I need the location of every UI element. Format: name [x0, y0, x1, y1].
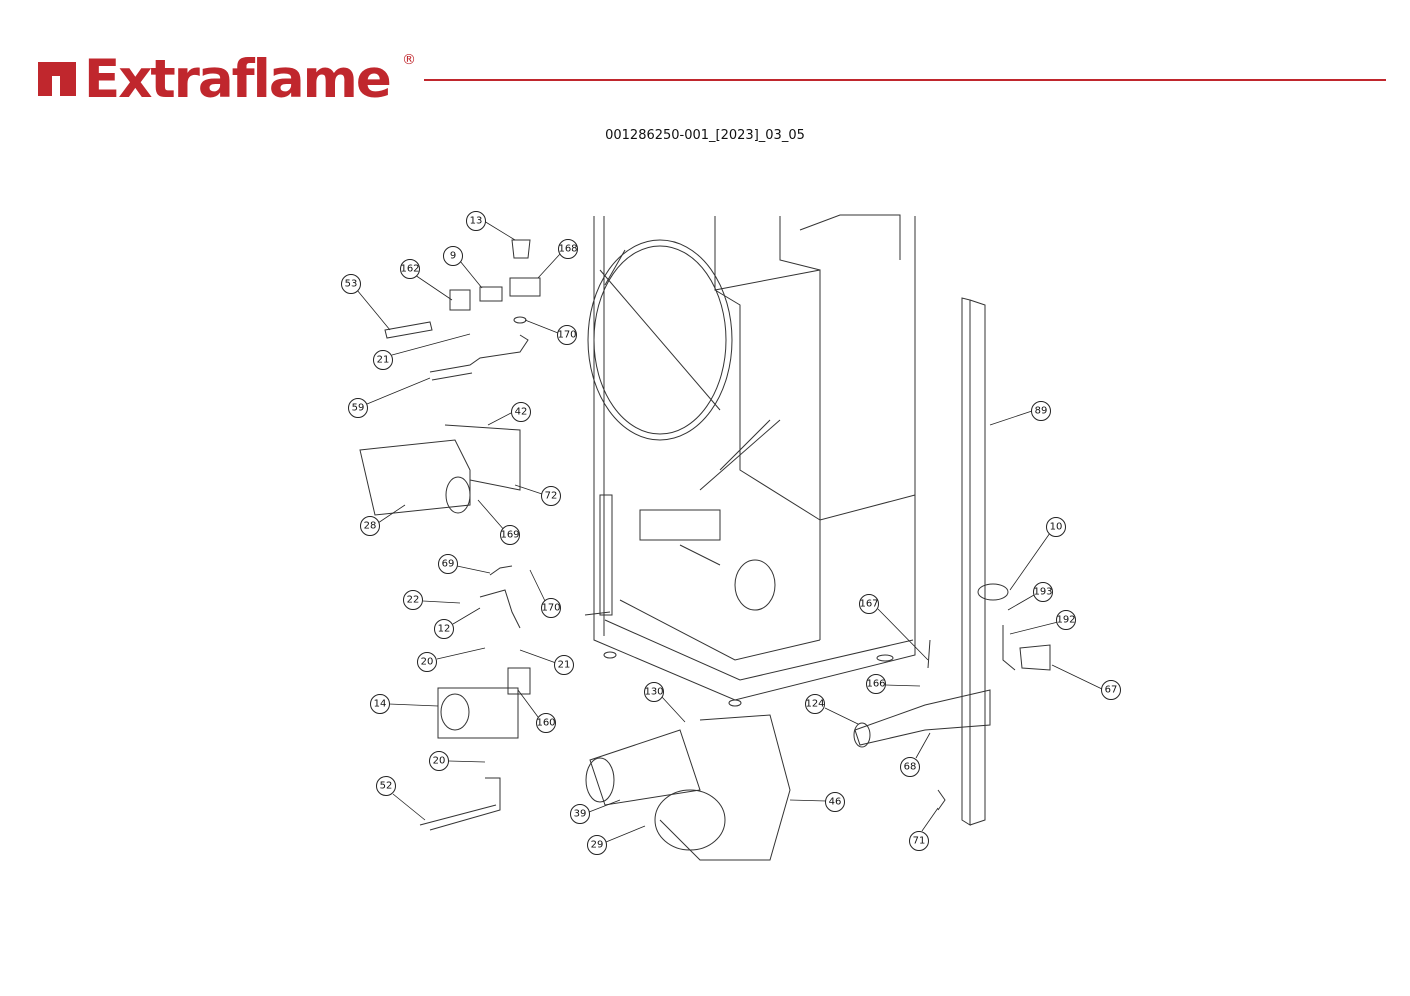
- svg-text:21: 21: [377, 355, 390, 366]
- extraflame-logo: Extraflame ®: [34, 50, 424, 110]
- svg-text:28: 28: [364, 521, 377, 532]
- svg-text:162: 162: [400, 264, 419, 275]
- callout-59: 59: [348, 398, 368, 418]
- callout-10: 10: [1046, 517, 1066, 537]
- callout-192: 192: [1056, 610, 1076, 630]
- svg-text:10: 10: [1050, 522, 1063, 533]
- left-components: [584, 494, 776, 616]
- callout-124: 124: [805, 694, 825, 714]
- callout-67: 67: [1101, 680, 1121, 700]
- callout-52: 52: [376, 776, 396, 796]
- callout-160: 160: [536, 713, 556, 733]
- callout-29: 29: [587, 835, 607, 855]
- right-components: [853, 583, 1051, 811]
- callout-13: 13: [466, 211, 486, 231]
- svg-text:124: 124: [805, 699, 824, 710]
- svg-text:9: 9: [450, 251, 456, 262]
- combustion-fan: [585, 714, 791, 861]
- callout-46: 46: [825, 792, 845, 812]
- callout-21: 21: [373, 350, 393, 370]
- boiler-cabinet: [593, 214, 916, 701]
- callout-69: 69: [438, 554, 458, 574]
- svg-text:29: 29: [591, 840, 604, 851]
- callout-12: 12: [434, 619, 454, 639]
- callout-20: 20: [417, 652, 437, 672]
- leader-lines: [356, 220, 1103, 843]
- callout-72: 72: [541, 486, 561, 506]
- svg-text:130: 130: [644, 687, 663, 698]
- svg-text:21: 21: [558, 660, 571, 671]
- callout-53: 53: [341, 274, 361, 294]
- tangential-fan: [359, 424, 521, 516]
- document-id: 001286250-001_[2023]_03_05: [605, 128, 805, 143]
- svg-text:193: 193: [1033, 587, 1052, 598]
- svg-text:52: 52: [380, 781, 393, 792]
- callout-89: 89: [1031, 401, 1051, 421]
- vertical-rail: [961, 297, 986, 826]
- callout-68: 68: [900, 757, 920, 777]
- svg-text:89: 89: [1035, 406, 1048, 417]
- svg-text:72: 72: [545, 491, 558, 502]
- callout-labels: 13 168 9 162 53 170 21 59 42 72 28 169 6…: [341, 211, 1121, 855]
- flame-logo-icon: [38, 62, 76, 96]
- svg-text:68: 68: [904, 762, 917, 773]
- callout-167: 167: [859, 594, 879, 614]
- svg-text:12: 12: [438, 624, 451, 635]
- pipes: [419, 565, 521, 831]
- callout-170: 170: [557, 325, 577, 345]
- svg-text:160: 160: [536, 718, 555, 729]
- brand-name: Extraflame: [84, 49, 392, 110]
- callout-9: 9: [443, 246, 463, 266]
- svg-text:168: 168: [558, 244, 577, 255]
- callout-39: 39: [570, 804, 590, 824]
- header-divider: [424, 79, 1386, 81]
- callout-162: 162: [400, 259, 420, 279]
- svg-text:71: 71: [913, 836, 926, 847]
- svg-text:167: 167: [859, 599, 878, 610]
- callout-42: 42: [511, 402, 531, 422]
- combustion-door: [587, 239, 733, 441]
- svg-text:67: 67: [1105, 685, 1118, 696]
- cabinet-feet: [603, 651, 894, 707]
- svg-text:39: 39: [574, 809, 587, 820]
- svg-text:46: 46: [829, 797, 842, 808]
- callout-169: 169: [500, 525, 520, 545]
- callout-22: 22: [403, 590, 423, 610]
- svg-text:22: 22: [407, 595, 420, 606]
- svg-text:59: 59: [352, 403, 365, 414]
- svg-text:170: 170: [557, 330, 576, 341]
- callout-71: 71: [909, 831, 929, 851]
- callout-20-lower: 20: [429, 751, 449, 771]
- svg-text:20: 20: [421, 657, 434, 668]
- svg-text:14: 14: [374, 699, 387, 710]
- callout-168: 168: [558, 239, 578, 259]
- callout-193: 193: [1033, 582, 1053, 602]
- circulator-pump: [437, 667, 531, 739]
- svg-text:170: 170: [541, 603, 560, 614]
- callout-28: 28: [360, 516, 380, 536]
- callout-166: 166: [866, 674, 886, 694]
- svg-text:42: 42: [515, 407, 528, 418]
- svg-text:13: 13: [470, 216, 483, 227]
- callout-21-lower: 21: [554, 655, 574, 675]
- callout-14: 14: [370, 694, 390, 714]
- registered-mark: ®: [402, 52, 416, 68]
- svg-text:53: 53: [345, 279, 358, 290]
- svg-text:69: 69: [442, 559, 455, 570]
- svg-text:169: 169: [500, 530, 519, 541]
- svg-text:166: 166: [866, 679, 885, 690]
- callout-130: 130: [644, 682, 664, 702]
- svg-text:20: 20: [433, 756, 446, 767]
- svg-text:192: 192: [1056, 615, 1075, 626]
- callout-170-lower: 170: [541, 598, 561, 618]
